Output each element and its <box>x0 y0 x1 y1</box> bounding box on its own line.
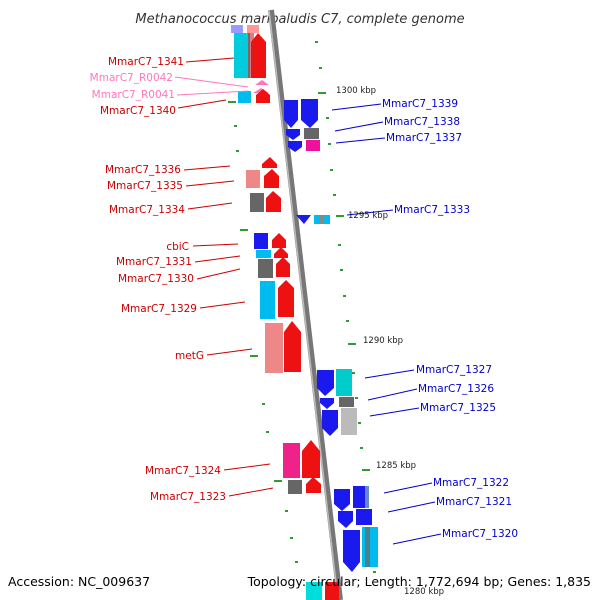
feature-1340-cyan <box>238 91 251 103</box>
gene-label-1322[interactable]: MmarC7_1322 <box>433 477 509 489</box>
gene-label-1321[interactable]: MmarC7_1321 <box>436 496 512 508</box>
gene-arrow-1327[interactable] <box>317 370 334 396</box>
ruler-label-1280: 1280 kbp <box>404 587 444 597</box>
gene-arrow-1339b[interactable] <box>301 99 318 128</box>
feature-1329-cyan <box>260 281 275 319</box>
map-title: Methanococcus maripaludis C7, complete g… <box>135 12 464 27</box>
ruler-label-1295: 1295 kbp <box>348 211 388 221</box>
feature-1325-lightgray <box>341 408 357 435</box>
gene-label-1330[interactable]: MmarC7_1330 <box>118 273 194 285</box>
gene-label-1327[interactable]: MmarC7_1327 <box>416 364 492 376</box>
gene-arrow-1330[interactable] <box>276 257 290 277</box>
feature-top-partial <box>231 25 243 33</box>
feature-1341-gray <box>234 33 250 78</box>
feature-1338-gray <box>304 128 319 139</box>
gene-label-1340[interactable]: MmarC7_1340 <box>100 105 176 117</box>
gene-arrow-1322[interactable] <box>334 489 350 511</box>
gene-arrow-1339[interactable] <box>284 100 298 128</box>
gene-label-1335[interactable]: MmarC7_1335 <box>107 180 183 192</box>
gene-arrow-1341[interactable] <box>251 33 266 78</box>
gene-label-1337[interactable]: MmarC7_1337 <box>386 132 462 144</box>
gene-arrow-1326[interactable] <box>320 398 334 409</box>
gene-arrow-1340[interactable] <box>256 89 270 103</box>
feature-1330-gray <box>258 259 273 278</box>
gene-arrow-1333[interactable] <box>296 215 311 224</box>
feature-1335-pink <box>246 170 260 188</box>
feature-bottom-partial <box>306 582 322 600</box>
feature-1337-magenta <box>306 140 320 151</box>
feature-1324-magenta <box>283 443 300 478</box>
genome-backbone <box>268 9 343 600</box>
gene-arrow-1323[interactable] <box>306 477 321 493</box>
gene-arrow-1335[interactable] <box>264 169 279 188</box>
gene-label-1325[interactable]: MmarC7_1325 <box>420 402 496 414</box>
gene-arrow-1321[interactable] <box>338 511 353 528</box>
gene-label-1341[interactable]: MmarC7_1341 <box>108 56 184 68</box>
topology-text: Topology: circular; Length: 1,772,694 bp… <box>247 574 591 589</box>
gene-arrow-1336[interactable] <box>262 157 277 168</box>
gene-arrow-1334[interactable] <box>266 191 281 212</box>
gene-label-cbic[interactable]: cbiC <box>166 241 189 253</box>
accession-text: Accession: NC_009637 <box>8 574 150 589</box>
feature-1321-blue <box>356 509 372 525</box>
gene-label-1320[interactable]: MmarC7_1320 <box>442 528 518 540</box>
leaders-left <box>177 57 274 497</box>
gene-arrow-1324[interactable] <box>302 440 320 478</box>
feature-1323-gray <box>288 480 302 494</box>
gene-arrow-1325[interactable] <box>322 410 338 436</box>
gene-arrow-1320[interactable] <box>343 530 360 572</box>
gene-label-1323[interactable]: MmarC7_1323 <box>150 491 226 503</box>
ruler-label-1290: 1290 kbp <box>363 336 403 346</box>
gene-label-1329[interactable]: MmarC7_1329 <box>121 303 197 315</box>
gene-label-1334[interactable]: MmarC7_1334 <box>109 204 185 216</box>
feature-1331-cyan <box>256 250 271 258</box>
gene-label-1331[interactable]: MmarC7_1331 <box>116 256 192 268</box>
gene-label-1324[interactable]: MmarC7_1324 <box>145 465 221 477</box>
ruler-label-1300: 1300 kbp <box>336 86 376 96</box>
gene-arrow-1329[interactable] <box>278 280 294 317</box>
gene-label-1333[interactable]: MmarC7_1333 <box>394 204 470 216</box>
leaders-right <box>331 103 442 545</box>
gene-label-r0041[interactable]: MmarC7_R0041 <box>92 89 175 101</box>
feature-bottom-partial-2 <box>325 582 339 600</box>
feature-1326-gray <box>339 397 354 407</box>
gene-label-1338[interactable]: MmarC7_1338 <box>384 116 460 128</box>
gene-label-1336[interactable]: MmarC7_1336 <box>105 164 181 176</box>
gene-arrow-cbic[interactable] <box>272 233 286 248</box>
leaders-rna <box>174 76 249 96</box>
feature-cbic-blue <box>254 233 268 249</box>
ruler-ticks <box>228 41 376 573</box>
feature-1334-gray <box>250 193 264 212</box>
gene-label-1326[interactable]: MmarC7_1326 <box>418 383 494 395</box>
gene-label-metg[interactable]: metG <box>175 350 204 362</box>
rna-arrow-r0042[interactable] <box>255 80 269 85</box>
gene-arrow-metg[interactable] <box>284 321 301 372</box>
feature-1327-cyan <box>336 369 352 396</box>
feature-metg-pink <box>265 323 283 373</box>
gene-label-1339[interactable]: MmarC7_1339 <box>382 98 458 110</box>
gene-label-r0042[interactable]: MmarC7_R0042 <box>90 72 173 84</box>
gene-arrow-1338[interactable] <box>286 129 300 140</box>
gene-arrow-1331[interactable] <box>274 247 288 258</box>
gene-arrow-1337[interactable] <box>288 141 302 152</box>
ruler-label-1285: 1285 kbp <box>376 461 416 471</box>
feature-top-partial-2 <box>247 25 259 33</box>
